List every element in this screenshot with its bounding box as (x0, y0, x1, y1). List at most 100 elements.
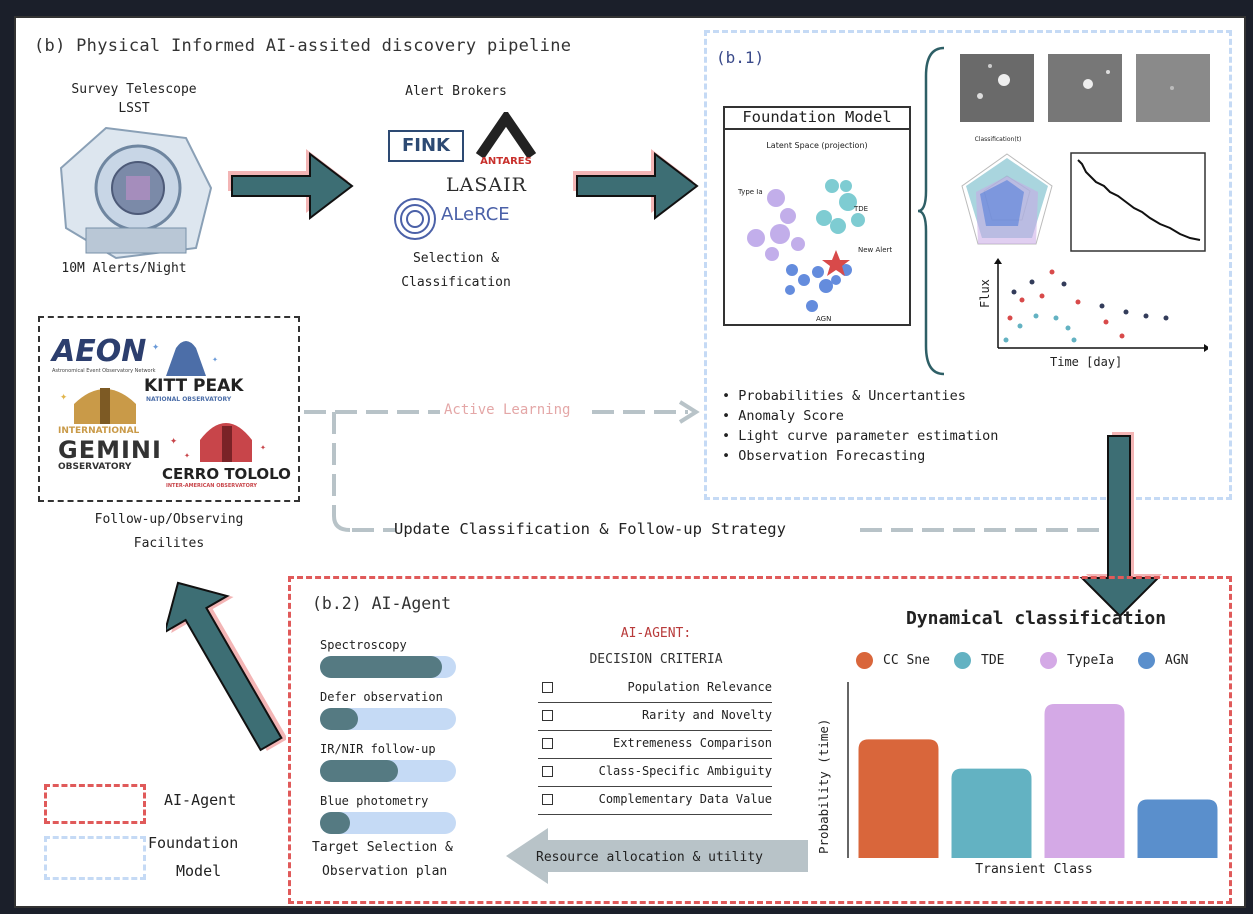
checkbox[interactable] (542, 682, 553, 693)
legend-swatch (1040, 652, 1057, 669)
arrow-to-foundation (573, 149, 699, 220)
latent-label-agn: AGN (816, 315, 832, 323)
action-label: Blue photometry (320, 794, 429, 808)
checkbox[interactable] (542, 738, 553, 749)
antares-logo-icon (475, 112, 537, 159)
action-label: Defer observation (320, 690, 443, 704)
image-stamp-difference (1136, 54, 1210, 122)
facilities-caption-1: Follow-up/Observing (94, 512, 244, 527)
svg-text:✦: ✦ (212, 354, 218, 365)
cerro-tololo-subtitle: INTER-AMERICAN OBSERVATORY (166, 483, 258, 489)
b1-label: (b.1) (716, 48, 765, 67)
gemini-top: INTERNATIONAL (58, 426, 140, 436)
checkbox[interactable] (542, 794, 553, 805)
resource-allocation-arrow (506, 828, 808, 884)
legend-item: CC Sne (856, 652, 930, 669)
bar-agn (1137, 799, 1218, 858)
aeon-subtitle: Astronomical Event Observatory Network (52, 368, 156, 374)
kitt-peak-logo: KITT PEAK (144, 376, 244, 396)
action-bar (320, 760, 456, 782)
telescope-icon (59, 126, 213, 260)
antares-logo: ANTARES (480, 156, 532, 167)
legend-swatch (954, 652, 971, 669)
target-caption-1: Target Selection & (312, 840, 453, 855)
output-item: • Anomaly Score (722, 408, 844, 424)
legend-swatch-agent (44, 784, 146, 824)
legend-label-agent: AI-Agent (164, 791, 237, 809)
foundation-model-section (704, 30, 1232, 500)
telescope-label-2: LSST (118, 101, 150, 116)
flux-axis-label: Flux (978, 279, 992, 308)
target-caption-2: Observation plan (322, 864, 448, 879)
output-item: • Probabilities & Uncertanties (722, 388, 966, 404)
criteria-row: Rarity and Novelty (538, 706, 772, 731)
brokers-caption-1: Selection & (412, 251, 500, 266)
checkbox[interactable] (542, 766, 553, 777)
arrow-to-facilities (166, 581, 286, 752)
b2-label: (b.2) AI-Agent (312, 594, 452, 613)
action-bar (320, 708, 456, 730)
action-bar-fill (320, 708, 359, 730)
svg-text:✦: ✦ (170, 433, 177, 447)
foundation-model-title: Foundation Model (725, 108, 909, 130)
facilities-box (38, 316, 300, 502)
criteria-title-2: DECISION CRITERIA (589, 652, 723, 667)
legend-item: TypeIa (1040, 652, 1114, 669)
active-learning-connector (304, 400, 700, 532)
latent-label-tde: TDE (854, 205, 869, 213)
latent-label-typeia: Type Ia (738, 188, 763, 196)
image-stamp-science (960, 54, 1034, 122)
action-bar (320, 656, 456, 678)
criteria-row: Complementary Data Value (538, 790, 772, 815)
svg-text:✦: ✦ (260, 442, 266, 453)
criteria-row: Extremeness Comparison (538, 734, 772, 759)
brokers-caption-2: Classification (401, 275, 511, 290)
kitt-peak-subtitle: NATIONAL OBSERVATORY (146, 396, 232, 403)
legend-swatch (1138, 652, 1155, 669)
action-bar-fill (320, 812, 350, 834)
legend-swatch-foundation (44, 836, 146, 880)
foundation-model-box (723, 106, 911, 326)
svg-text:✦: ✦ (184, 450, 190, 461)
gemini-logo: GEMINI (58, 436, 162, 464)
legend-label-foundation-1: Foundation (148, 834, 239, 852)
criteria-row: Class-Specific Ambiguity (538, 762, 772, 787)
alerce-logo: ALeRCE (441, 204, 510, 225)
facilities-caption-2: Facilites (133, 536, 205, 551)
action-bar (320, 812, 456, 834)
svg-text:✦: ✦ (152, 339, 159, 353)
ai-agent-section (288, 576, 1232, 904)
bar-tde (951, 768, 1032, 858)
alerce-logo-icon (394, 198, 436, 240)
chart-y-axis-label: Probability (time) (816, 718, 831, 854)
update-strategy-label: Update Classification & Follow-up Strate… (394, 520, 786, 538)
cerro-tololo-logo-icon: ✦ ✦ ✦ (170, 423, 266, 462)
latent-space-scatter (747, 179, 865, 312)
light-curve-thumbnail (1070, 152, 1206, 252)
image-stamp-reference (1048, 54, 1122, 122)
legend-item: AGN (1138, 652, 1188, 669)
page-title: (b) Physical Informed AI-assited discove… (34, 36, 572, 56)
active-learning-label: Active Learning (444, 402, 571, 418)
chart-x-axis-label: Transient Class (975, 862, 1093, 877)
cerro-tololo-logo: CERRO TOLOLO (162, 465, 291, 483)
latent-space-title: Latent Space (projection) (766, 141, 868, 150)
action-label: Spectroscopy (320, 638, 407, 652)
brokers-heading: Alert Brokers (405, 84, 507, 99)
aeon-logo: AEON (52, 334, 147, 369)
legend-item: TDE (954, 652, 1004, 669)
action-bar-fill (320, 656, 443, 678)
checkbox[interactable] (542, 710, 553, 721)
telescope-label-1: Survey Telescope (71, 82, 197, 97)
gemini-subtitle: OBSERVATORY (58, 462, 132, 472)
chart-legend: CC Sne TDE TypeIa AGN (856, 652, 1216, 676)
flux-time-plot (994, 258, 1208, 352)
latent-label-new-alert: New Alert (858, 246, 893, 254)
chart-title: Dynamical classification (905, 608, 1167, 629)
action-label: IR/NIR follow-up (320, 742, 436, 756)
radar-chart (961, 153, 1053, 245)
classification-bar-chart (847, 682, 1218, 858)
bar-cc-sne (858, 739, 939, 858)
output-item: • Light curve parameter estimation (722, 428, 999, 444)
fink-logo: FINK (388, 130, 464, 162)
